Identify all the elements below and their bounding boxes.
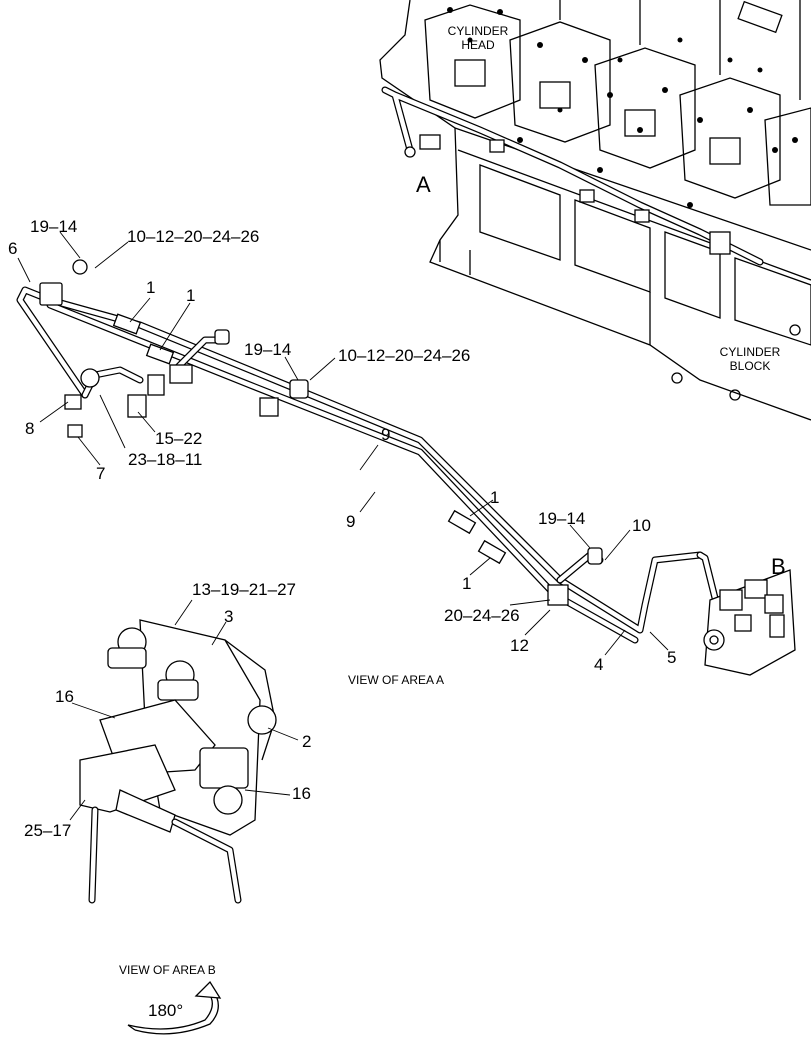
callout-2: 2 bbox=[302, 732, 311, 751]
callout-19-14-c: 19–14 bbox=[538, 509, 585, 528]
callout-1-a: 1 bbox=[146, 278, 155, 297]
valve-b-illustration bbox=[696, 551, 796, 676]
head-bolt-dots bbox=[447, 7, 798, 208]
cylinder-head-label-2: HEAD bbox=[461, 38, 495, 52]
callout-6: 6 bbox=[8, 239, 17, 258]
cylinder-block-label-1: CYLINDER bbox=[720, 345, 781, 359]
rotation-label: 180° bbox=[148, 1001, 183, 1020]
cylinder-block-label-2: BLOCK bbox=[730, 359, 771, 373]
callout-16-a: 16 bbox=[55, 687, 74, 706]
callout-16-b: 16 bbox=[292, 784, 311, 803]
view-of-area-b-caption: VIEW OF AREA B bbox=[119, 963, 216, 977]
area-a-marker: A bbox=[416, 172, 431, 197]
callout-3: 3 bbox=[224, 607, 233, 626]
callout-8: 8 bbox=[25, 419, 34, 438]
engine-block-illustration bbox=[379, 0, 811, 421]
cylinder-head-label-1: CYLINDER bbox=[448, 24, 509, 38]
callout-10-12-20-24-26-b: 10–12–20–24–26 bbox=[338, 346, 470, 365]
callout-15-22: 15–22 bbox=[155, 429, 202, 448]
callout-10-12-20-24-26-a: 10–12–20–24–26 bbox=[127, 227, 259, 246]
rotation-arrow-icon bbox=[127, 980, 222, 1035]
callout-1-d: 1 bbox=[462, 574, 471, 593]
callout-1-c: 1 bbox=[490, 488, 499, 507]
callout-19-14-a: 19–14 bbox=[30, 217, 77, 236]
callout-5: 5 bbox=[667, 648, 676, 667]
block-openings bbox=[439, 164, 811, 401]
callout-9-a: 9 bbox=[381, 425, 390, 444]
callout-25-17: 25–17 bbox=[24, 821, 71, 840]
callout-4: 4 bbox=[594, 655, 603, 674]
callout-13-19-21-27: 13–19–21–27 bbox=[192, 580, 296, 599]
view-of-area-a-caption: VIEW OF AREA A bbox=[348, 673, 444, 687]
area-b-marker: B bbox=[771, 554, 786, 579]
callout-19-14-b: 19–14 bbox=[244, 340, 291, 359]
fuel-line-assembly bbox=[16, 259, 704, 644]
callout-9-b: 9 bbox=[346, 512, 355, 531]
callout-23-18-11: 23–18–11 bbox=[128, 450, 202, 469]
callout-1-b: 1 bbox=[186, 286, 195, 305]
callout-12: 12 bbox=[510, 636, 529, 655]
valve-detail-illustration bbox=[79, 619, 277, 904]
callout-10: 10 bbox=[632, 516, 651, 535]
callout-20-24-26: 20–24–26 bbox=[444, 606, 520, 625]
callout-7: 7 bbox=[96, 464, 105, 483]
cylinder-head-units bbox=[424, 0, 811, 206]
callout-leader-lines bbox=[17, 231, 669, 821]
